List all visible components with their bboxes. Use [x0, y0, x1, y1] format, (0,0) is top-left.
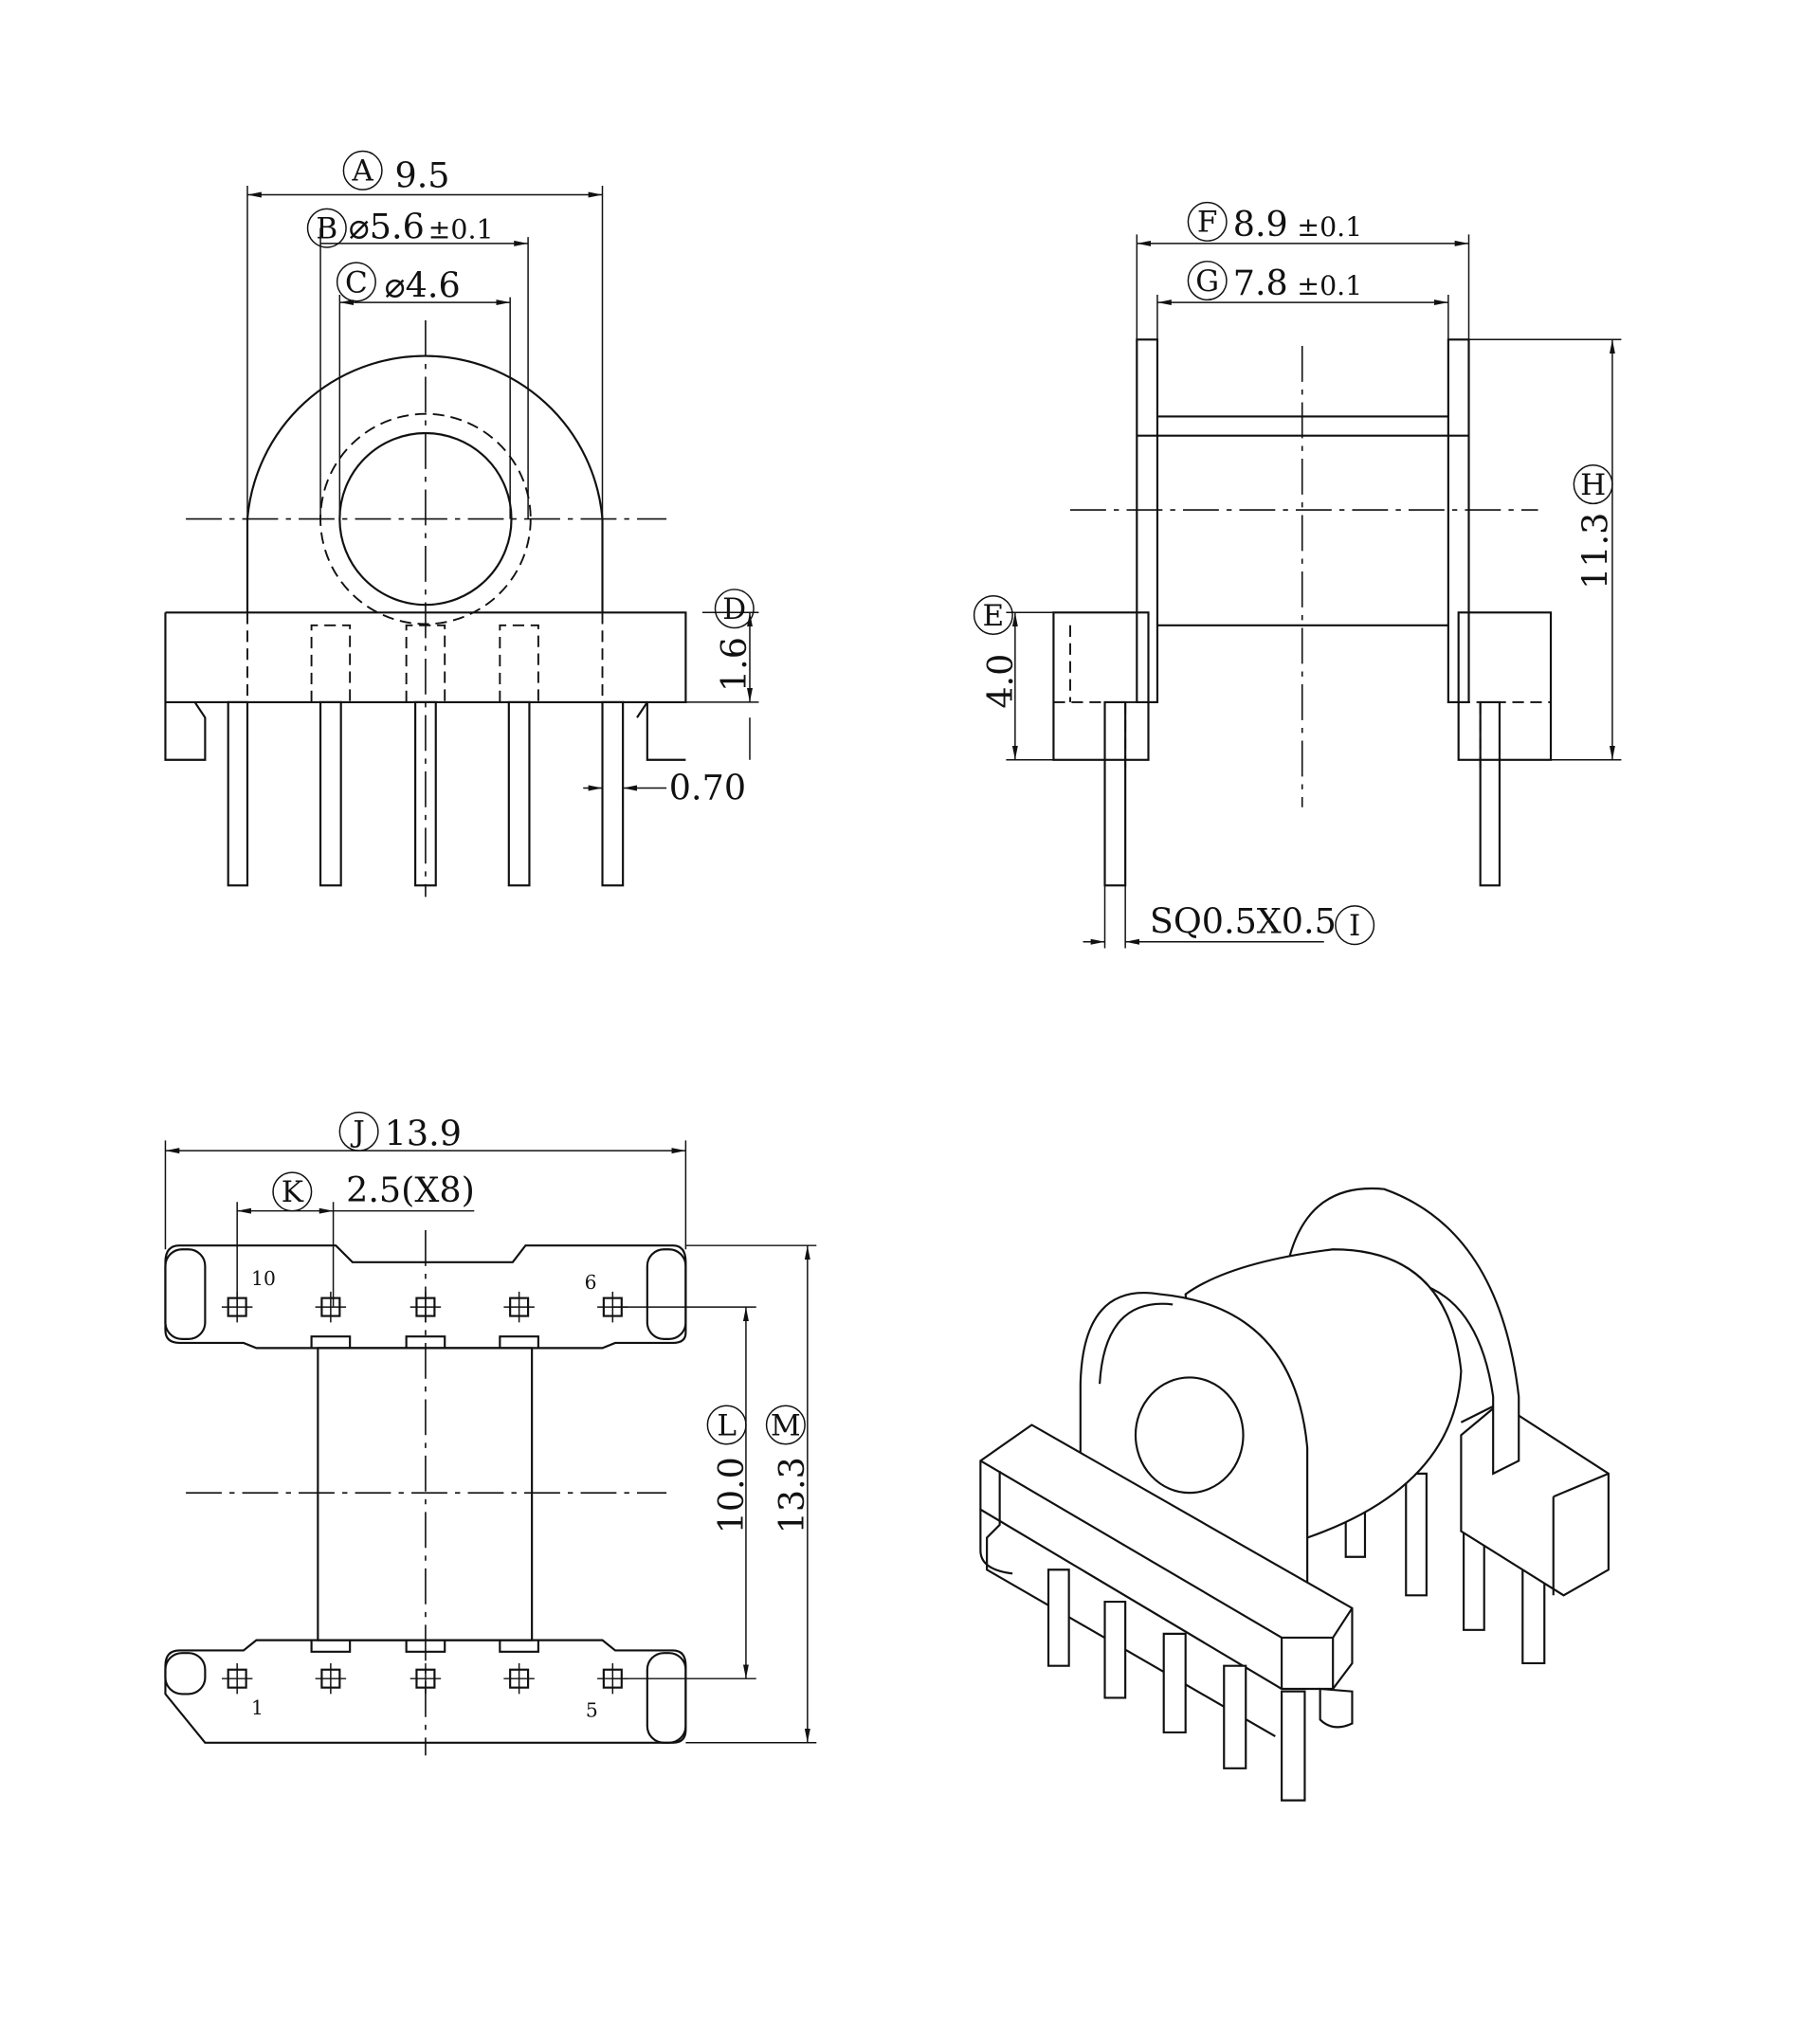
svg-text:H: H [1580, 468, 1606, 502]
label-e: E 4.0 [973, 594, 1021, 709]
svg-text:4.0: 4.0 [980, 654, 1021, 709]
callout-circle-a [342, 150, 383, 190]
svg-text:E: E [983, 599, 1005, 633]
front-view: A 9.5 B ⌀5.6 ±0.1 C ⌀4.6 [164, 150, 759, 898]
pin-offset-label: 0.70 [669, 768, 746, 808]
isometric-view [979, 1187, 1610, 1802]
callout-circle-l [706, 1405, 747, 1445]
svg-text:±0.1: ±0.1 [428, 213, 494, 245]
svg-text:J: J [350, 1115, 364, 1150]
svg-text:±0.1: ±0.1 [1297, 211, 1362, 243]
svg-text:F: F [1197, 206, 1218, 240]
svg-text:B: B [316, 211, 337, 245]
svg-text:G: G [1195, 264, 1219, 299]
svg-text:±0.1: ±0.1 [1297, 270, 1362, 301]
pin-number-1: 1 [251, 1696, 264, 1719]
label-l: L 10.0 [706, 1405, 752, 1533]
label-j: J 13.9 [338, 1111, 462, 1154]
pin-crosshair [221, 1662, 253, 1695]
svg-text:9.5: 9.5 [394, 154, 449, 195]
svg-text:10.0: 10.0 [711, 1457, 752, 1533]
label-m: M 13.3 [765, 1405, 812, 1533]
svg-text:13.9: 13.9 [385, 1114, 462, 1154]
label-k: K 2.5(X8) [272, 1170, 475, 1212]
svg-text:D: D [722, 592, 746, 626]
svg-text:8.9: 8.9 [1233, 204, 1288, 245]
bottom-plate [164, 1639, 687, 1744]
pin-crosshair [503, 1291, 535, 1323]
callout-circle-j [338, 1111, 379, 1152]
pin-crosshair [503, 1662, 535, 1695]
callout-circle-i [1335, 905, 1375, 946]
svg-text:⌀5.6: ⌀5.6 [349, 206, 425, 246]
label-c: C ⌀4.6 [336, 262, 461, 306]
callout-circle-m [765, 1405, 806, 1445]
pin-crosshair [315, 1291, 347, 1323]
base-outline [164, 611, 687, 761]
pin-crosshair [315, 1662, 347, 1695]
svg-text:M: M [771, 1408, 801, 1442]
svg-text:13.3: 13.3 [772, 1457, 812, 1533]
svg-text:1.6: 1.6 [714, 637, 755, 692]
callout-circle-k [272, 1171, 313, 1212]
callout-circle-b [306, 208, 347, 248]
bottom-view: J 13.9 K 2.5(X8) 10 6 1 5 L 10.0 [164, 1111, 817, 1756]
svg-text:11.3: 11.3 [1575, 513, 1616, 589]
front-base [979, 1424, 1354, 1691]
svg-text:A: A [351, 154, 373, 189]
label-f: F 8.9 ±0.1 [1187, 201, 1362, 245]
right-base-block [1457, 611, 1553, 761]
label-i: SQ0.5X0.5 I [1150, 900, 1375, 946]
svg-text:K: K [282, 1175, 304, 1209]
label-b: B ⌀5.6 ±0.1 [306, 206, 494, 248]
front-bore [1134, 1376, 1245, 1495]
label-g: G 7.8 ±0.1 [1187, 261, 1362, 303]
left-flange [1136, 338, 1159, 704]
svg-text:SQ0.5X0.5: SQ0.5X0.5 [1150, 900, 1337, 941]
callout-circle-c [336, 262, 376, 302]
label-a: A 9.5 [342, 150, 450, 195]
svg-text:C: C [345, 265, 368, 299]
pin-crosshair [221, 1291, 253, 1323]
svg-text:L: L [717, 1408, 737, 1442]
callout-circle-f [1187, 201, 1228, 242]
left-base-block [1052, 611, 1150, 761]
callout-circle-g [1187, 261, 1228, 301]
callout-circle-e [973, 594, 1013, 636]
label-h: H 11.3 [1573, 464, 1616, 589]
pin-number-6: 6 [585, 1271, 597, 1294]
pin-number-10: 10 [251, 1267, 276, 1290]
label-d: D 1.6 [714, 589, 755, 692]
callout-circle-h [1573, 464, 1613, 505]
side-view: F 8.9 ±0.1 G 7.8 ±0.1 H 11.3 [973, 201, 1622, 949]
svg-text:2.5(X8): 2.5(X8) [346, 1170, 475, 1210]
svg-text:7.8: 7.8 [1233, 263, 1288, 303]
front-flange [1079, 1292, 1309, 1591]
pin-number-5: 5 [586, 1699, 598, 1722]
svg-text:I: I [1349, 909, 1360, 943]
svg-text:⌀4.6: ⌀4.6 [385, 265, 461, 306]
callout-circle-d [714, 589, 755, 629]
